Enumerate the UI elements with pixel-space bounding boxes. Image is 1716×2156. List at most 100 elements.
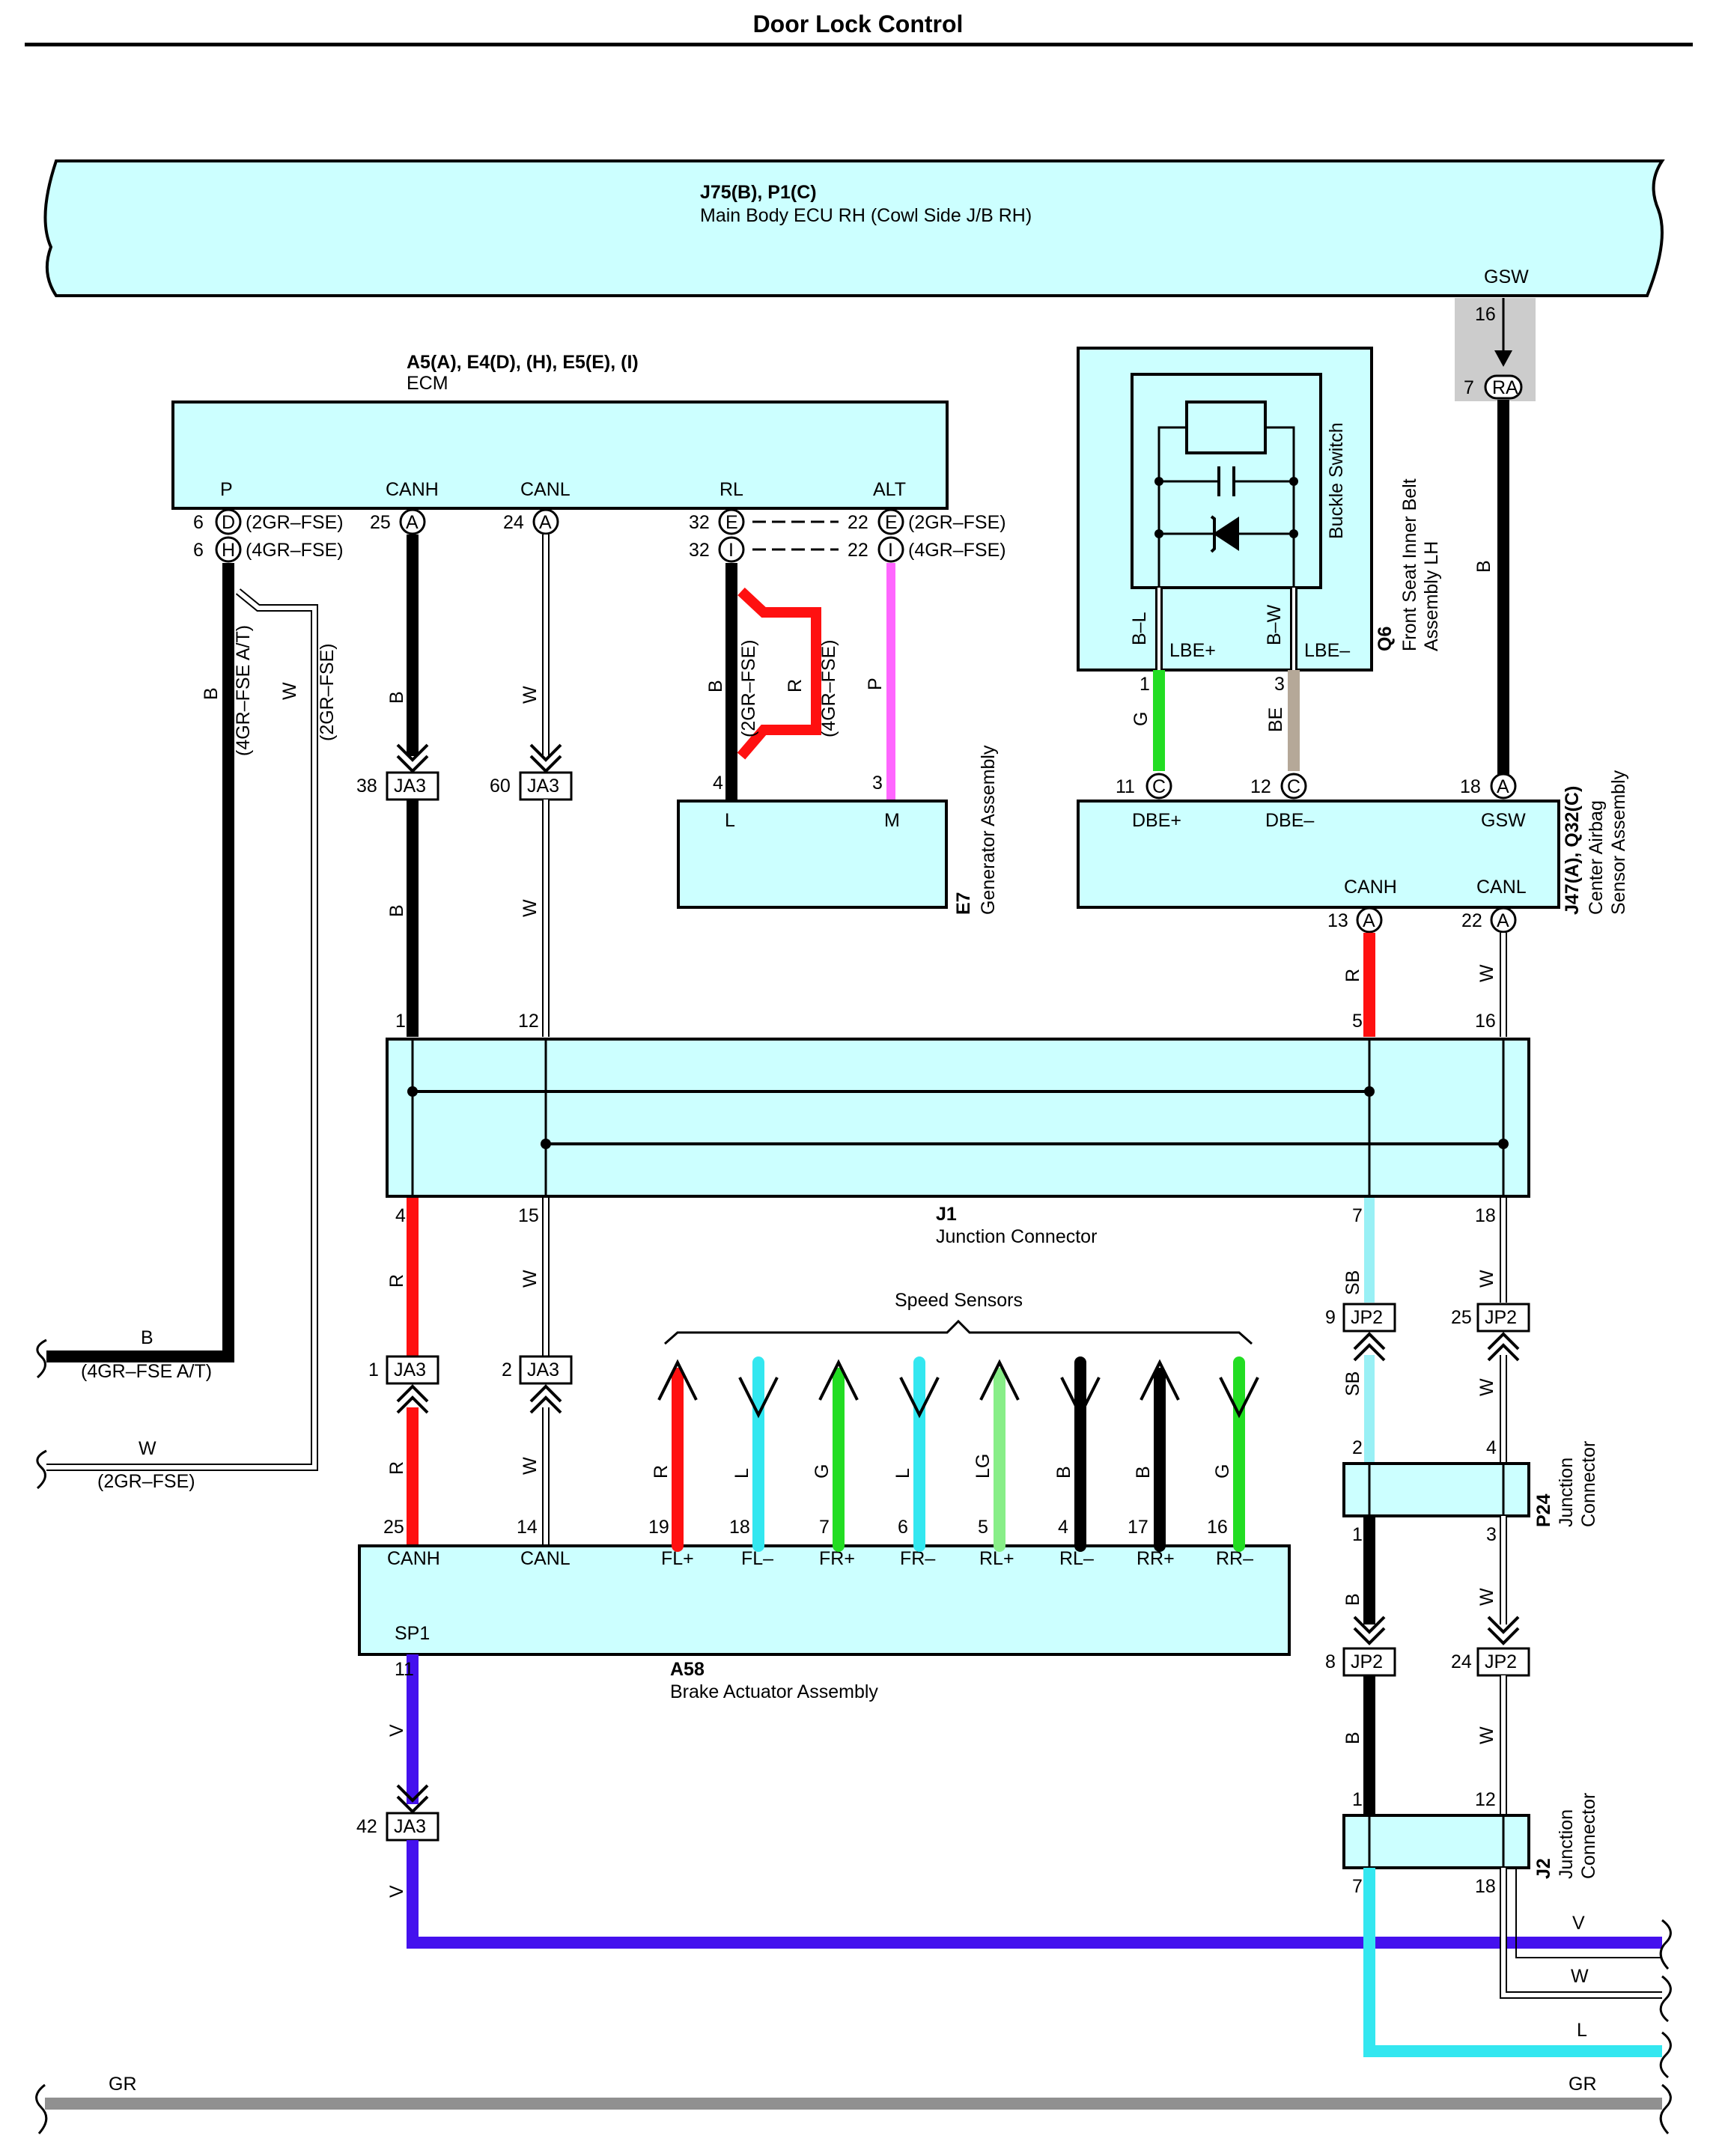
wire-label-left-w: W: [139, 1438, 156, 1459]
wire-label-speed-rl-plus: LG: [973, 1454, 994, 1479]
main-body-ecu: J75(B), P1(C) Main Body ECU RH (Cowl Sid…: [43, 159, 1665, 297]
wire-label-gr-right: GR: [1569, 2074, 1597, 2095]
j1-junction-connector: J1 Junction Connector: [386, 1038, 1530, 1247]
pin-ja3-canh: 38: [356, 776, 377, 797]
wire-label-jp2-sb: SB: [1342, 1371, 1363, 1396]
p24-name-2: Connector: [1578, 1441, 1599, 1527]
wire-label-speed-fr-plus: G: [812, 1464, 833, 1479]
speed-sensors-bracket: [664, 1319, 1253, 1345]
pin-ja3-w: 2: [502, 1359, 512, 1380]
wire-label-ecm-p-w: W: [279, 682, 300, 700]
pin-ecm-p-d: 6: [193, 512, 204, 533]
brake-pin-canl: CANL: [520, 1548, 571, 1569]
connector-e-alt: E: [885, 512, 898, 533]
pin-ra: 7: [1464, 377, 1474, 398]
jp2-connector-b: [1342, 1647, 1396, 1677]
wire-label-dbe-g: G: [1131, 712, 1151, 726]
main-body-ecu-gsw-label: GSW: [1484, 267, 1529, 287]
pin-j2-18: 18: [1475, 1876, 1496, 1897]
pin-jp2-w2: 24: [1451, 1651, 1472, 1672]
wire-label-speed-rr-plus: B: [1133, 1466, 1154, 1479]
pin-ja3-canl: 60: [490, 776, 511, 797]
pin-br-rl-minus: 4: [1058, 1517, 1068, 1538]
wire-label-speed-rr-minus: G: [1212, 1464, 1233, 1479]
j2-junction-connector: J2 Junction Connector: [1342, 1793, 1599, 1879]
arrow-speed-fr-minus: [899, 1377, 940, 1419]
note-ecm-p-4gr: (4GR–FSE): [246, 540, 344, 561]
brake-name: Brake Actuator Assembly: [670, 1681, 878, 1702]
ja3-label-v: JA3: [394, 1816, 426, 1837]
arrow-speed-rr-minus: [1219, 1377, 1259, 1419]
buckle-switch-label: Buckle Switch: [1326, 422, 1347, 539]
wire-label-speed-fl-plus: R: [651, 1465, 672, 1479]
pin-p24-1: 1: [1352, 1524, 1363, 1545]
ecm-pin-canh: CANH: [386, 479, 439, 500]
wire-label-ecm-p-b: B: [201, 687, 222, 700]
pin-ecm-alt-i: 22: [848, 540, 868, 561]
wire-label-alt-p: P: [865, 677, 886, 690]
ja3-label-canl: JA3: [527, 776, 559, 797]
brake-pin-rr-plus: RR+: [1137, 1548, 1175, 1569]
generator-id: E7: [953, 892, 974, 915]
connector-a-canl: A: [539, 512, 552, 533]
pin-j1-15: 15: [518, 1205, 539, 1226]
pin-p24-3: 3: [1486, 1524, 1497, 1545]
ja3-connector-canh: [386, 771, 439, 801]
wire-label-ja3-v: V: [386, 1885, 407, 1898]
pin-ecm-rl-i: 32: [689, 540, 710, 561]
pin-air-canl: 22: [1461, 910, 1482, 931]
note-ecm-p-2gr-w: (2GR–FSE): [317, 643, 338, 741]
ja3-connector-r: [386, 1355, 439, 1385]
pin-p24-4: 4: [1486, 1437, 1497, 1458]
connector-a-canh: A: [406, 512, 419, 533]
wire-label-sp1-v: V: [386, 1724, 407, 1737]
pin-ecm-p-h: 6: [193, 540, 204, 561]
brake-pin-rr-minus: RR–: [1216, 1548, 1253, 1569]
ecm-pin-p: P: [220, 479, 233, 500]
pin-br-fr-plus: 7: [819, 1517, 830, 1538]
wire-label-gsw-b: B: [1473, 560, 1494, 573]
ecm-pin-rl: RL: [719, 479, 743, 500]
pin-jp2-w: 25: [1451, 1307, 1472, 1328]
wire-label-j1-w: W: [520, 1270, 541, 1288]
wire-label-ja3-r: R: [386, 1461, 407, 1475]
jp2-connector-w: [1476, 1303, 1530, 1333]
wire-label-air-canl-w: W: [1476, 964, 1497, 982]
jp2-label-w2: JP2: [1485, 1651, 1517, 1672]
ja3-label-w: JA3: [527, 1359, 559, 1380]
brake-id: A58: [670, 1659, 705, 1680]
wire-label-p24-b: B: [1342, 1593, 1363, 1606]
pin-jp2-b: 8: [1325, 1651, 1336, 1672]
pin-br-rr-plus: 17: [1128, 1517, 1148, 1538]
ecm-name: ECM: [407, 373, 448, 394]
connector-d: D: [222, 512, 235, 533]
pin-j2-1: 1: [1352, 1789, 1363, 1810]
brake-actuator-assembly: CANH CANL FL+ FL– FR+ FR– RL+ RL– RR+ RR…: [358, 1544, 1291, 1702]
note-rl-4gr: (4GR–FSE): [818, 639, 839, 737]
connector-c-dbe-minus: C: [1287, 776, 1300, 797]
generator-name: Generator Assembly: [978, 745, 999, 915]
ja3-connector-w: [519, 1355, 573, 1385]
seat-belt-assembly: Buckle Switch B–L B–W LBE+ LBE– Q6 Front…: [1077, 347, 1442, 672]
q6-wire-bw: B–W: [1264, 604, 1285, 645]
wire-label-jp2-w2: W: [1476, 1726, 1497, 1744]
wire-label-rl-b: B: [705, 680, 726, 692]
pin-dbe-plus: 11: [1116, 776, 1135, 797]
pin-br-rr-minus: 16: [1207, 1517, 1228, 1538]
airbag-pin-canh: CANH: [1344, 877, 1397, 898]
ecm-connectors: D H 6 6 (2GR–FSE) (4GR–FSE) A 25 A 24 E …: [193, 508, 1006, 563]
pin-j2-12: 12: [1475, 1789, 1496, 1810]
p24-id: P24: [1533, 1493, 1554, 1527]
wire-label-right-l: L: [1577, 2020, 1587, 2041]
generator: L M 4 3 E7 Generator Assembly: [677, 745, 999, 915]
pin-gsw: 18: [1460, 776, 1481, 797]
wire-j2-l: [1363, 1868, 1662, 2057]
wire-ecm-p-b: [46, 563, 234, 1362]
pin-br-fr-minus: 6: [898, 1517, 908, 1538]
pin-j2-7: 7: [1352, 1876, 1363, 1897]
pin-br-canh: 25: [383, 1517, 404, 1538]
pin-p24-2: 2: [1352, 1437, 1363, 1458]
arrow-speed-rl-plus: [979, 1359, 1020, 1401]
ja3-label-r: JA3: [394, 1359, 426, 1380]
